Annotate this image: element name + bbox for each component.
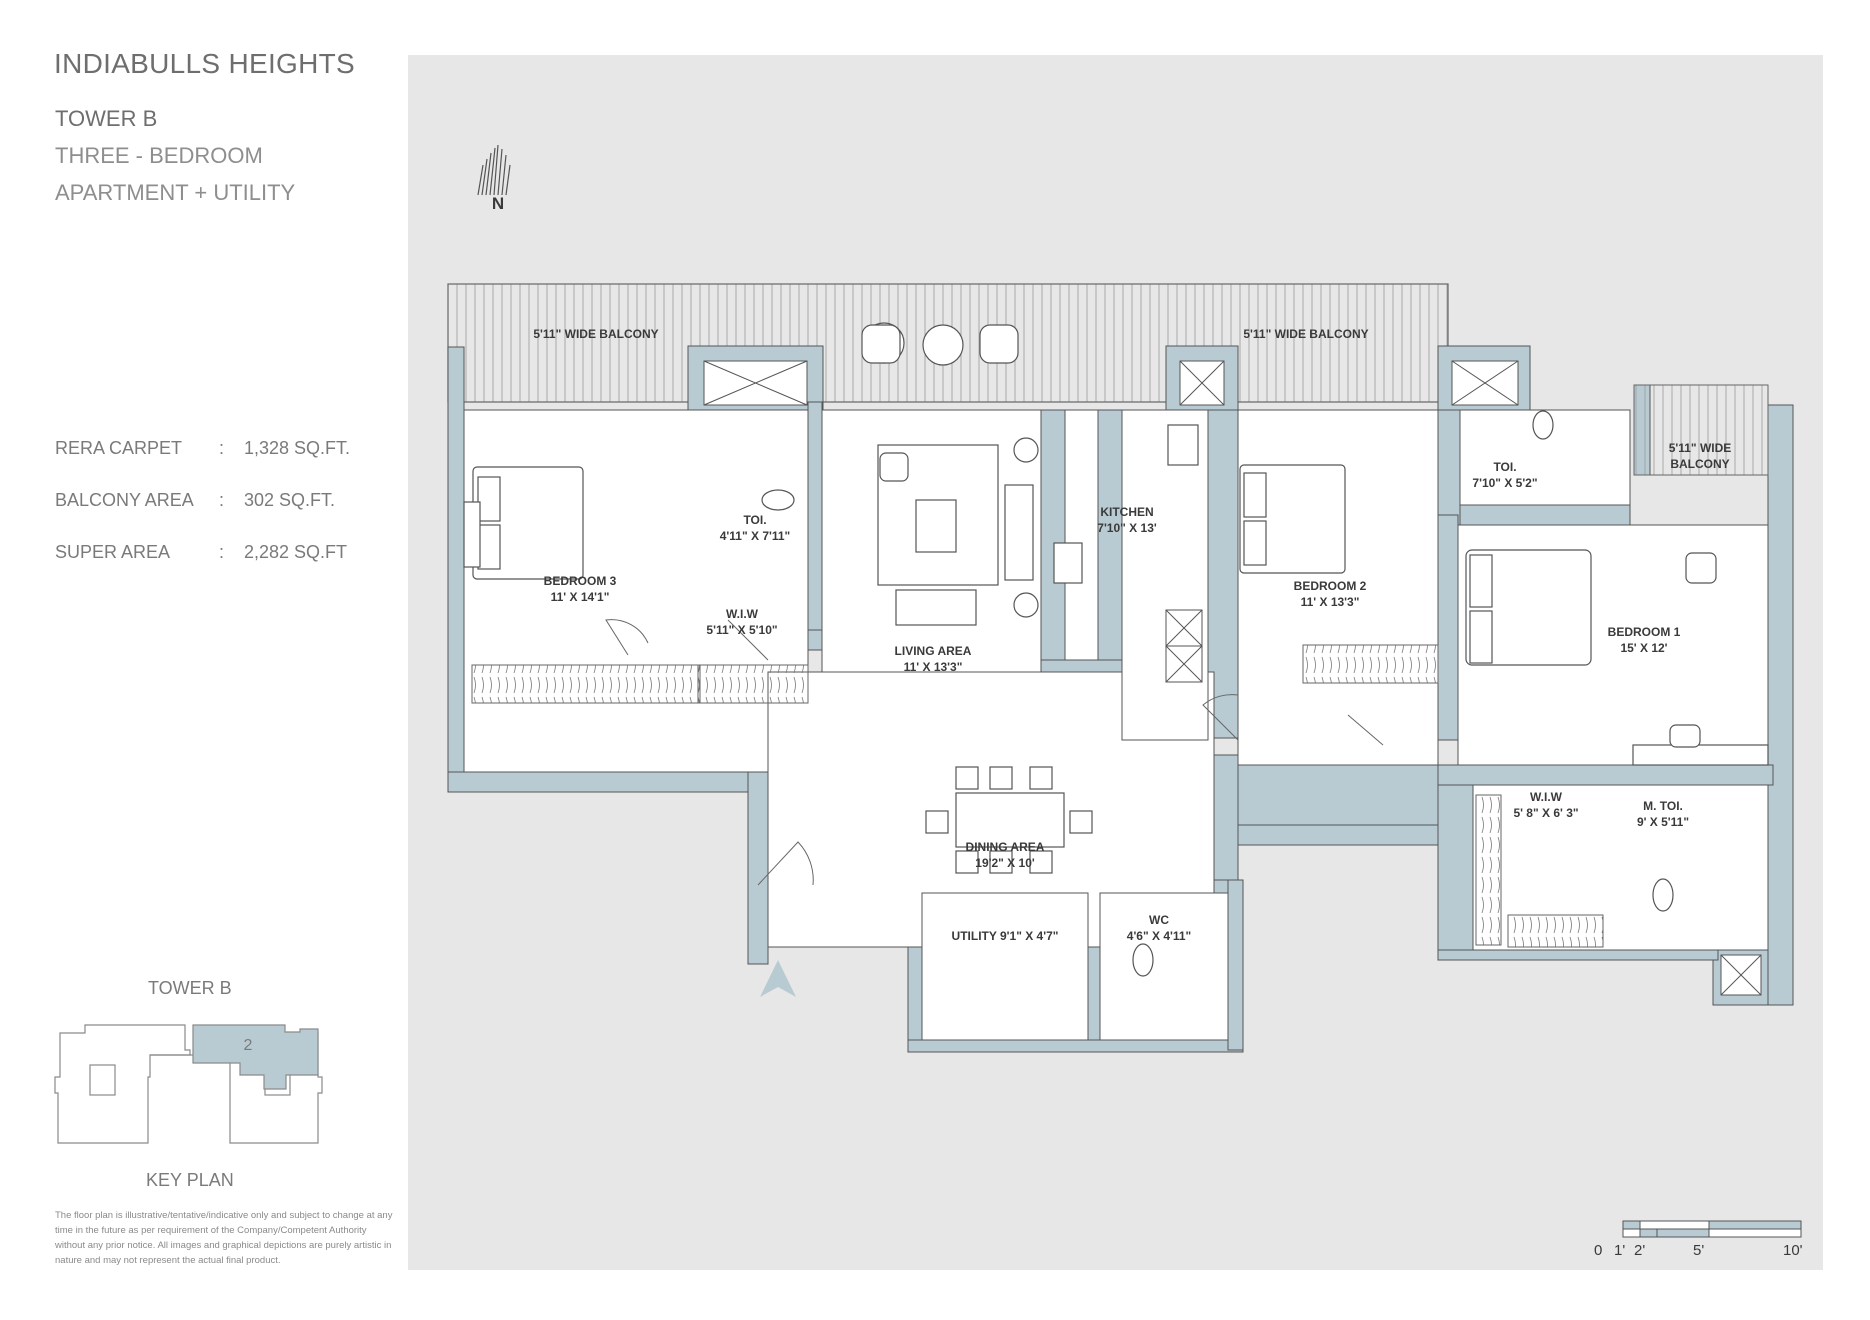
kitchen-name: KITCHEN <box>1100 505 1153 519</box>
area-separator: : <box>219 438 225 458</box>
furniture <box>463 322 1769 977</box>
key-plan-title: TOWER B <box>148 978 232 998</box>
area-separator: : <box>219 542 225 562</box>
toi-right-name: TOI. <box>1493 460 1516 474</box>
area-value: 2,282 SQ.FT <box>244 542 348 562</box>
scale-label-10: 10' <box>1783 1242 1803 1259</box>
wiw-left-dim: 5'11" X 5'10" <box>706 623 777 637</box>
area-value: 302 SQ.FT. <box>244 490 336 510</box>
north-arrow-icon <box>477 144 511 196</box>
m-toi-name: M. TOI. <box>1643 799 1683 813</box>
wc-dim: 4'6" X 4'11" <box>1127 929 1191 943</box>
bedroom1-dim: 15' X 12' <box>1620 641 1667 655</box>
toi-left-name: TOI. <box>743 513 766 527</box>
area-separator: : <box>219 490 225 510</box>
balcony-small-label: 5'11" WIDE <box>1669 441 1732 455</box>
bedroom1-name: BEDROOM 1 <box>1608 625 1681 639</box>
utility-name: UTILITY 9'1" X 4'7" <box>952 929 1059 943</box>
room-labels: 5'11" WIDE BALCONY 5'11" WIDE BALCONY 5'… <box>533 327 1731 943</box>
area-value: 1,328 SQ.FT. <box>244 438 351 458</box>
wc-name: WC <box>1149 913 1169 927</box>
scale-bar <box>1622 1220 1802 1238</box>
area-label: RERA CARPET <box>55 438 183 458</box>
scale-label-1: 1' <box>1614 1242 1626 1259</box>
living-dim: 11' X 13'3" <box>904 660 963 674</box>
balcony-right-label: 5'11" WIDE BALCONY <box>1243 327 1368 341</box>
bedroom2-name: BEDROOM 2 <box>1294 579 1367 593</box>
unit-type-line1: THREE - BEDROOM <box>55 143 263 168</box>
disclaimer-text: The floor plan is illustrative/tentative… <box>55 1210 393 1266</box>
unit-type-line2: APARTMENT + UTILITY <box>55 180 296 205</box>
bedroom3-name: BEDROOM 3 <box>544 574 617 588</box>
wiw-left-name: W.I.W <box>726 607 759 621</box>
balcony-small <box>1633 384 1769 476</box>
toi-left-dim: 4'11" X 7'11" <box>720 529 790 543</box>
entrance-arrow-icon <box>760 960 796 997</box>
area-label: SUPER AREA <box>55 542 171 562</box>
dining-dim: 19'2" X 10' <box>975 856 1035 870</box>
scale-label-2: 2' <box>1634 1242 1646 1259</box>
north-label: N <box>492 194 504 213</box>
key-plan-highlight <box>192 1024 319 1090</box>
floor-fill <box>463 409 1769 1041</box>
key-plan-diagram: 2 <box>54 1024 323 1144</box>
toi-right-dim: 7'10" X 5'2" <box>1472 476 1537 490</box>
wardrobes <box>471 644 1604 948</box>
tower-label: TOWER B <box>55 106 158 131</box>
floor-plan: N <box>447 144 1802 1238</box>
wiw-right-dim: 5' 8" X 6' 3" <box>1513 806 1578 820</box>
doors <box>605 619 1384 886</box>
bedroom2-dim: 11' X 13'3" <box>1301 595 1360 609</box>
area-label: BALCONY AREA <box>55 490 194 510</box>
shaft-icons <box>703 360 1762 996</box>
m-toi-dim: 9' X 5'11" <box>1637 815 1689 829</box>
wiw-right-name: W.I.W <box>1530 790 1563 804</box>
bedroom3-dim: 11' X 14'1" <box>551 590 610 604</box>
kitchen-dim: 7'10" X 13' <box>1097 521 1157 535</box>
scale-label-5: 5' <box>1693 1242 1705 1259</box>
key-plan-unit-number: 2 <box>244 1037 253 1054</box>
project-title: INDIABULLS HEIGHTS <box>54 48 356 79</box>
key-plan-label: KEY PLAN <box>146 1170 234 1190</box>
dining-name: DINING AREA <box>966 840 1045 854</box>
balcony-left-label: 5'11" WIDE BALCONY <box>533 327 658 341</box>
living-name: LIVING AREA <box>895 644 972 658</box>
info-panel: INDIABULLS HEIGHTS TOWER B THREE - BEDRO… <box>0 0 405 1320</box>
scale-label-0: 0 <box>1594 1242 1603 1259</box>
balcony-small-label2: BALCONY <box>1670 457 1729 471</box>
